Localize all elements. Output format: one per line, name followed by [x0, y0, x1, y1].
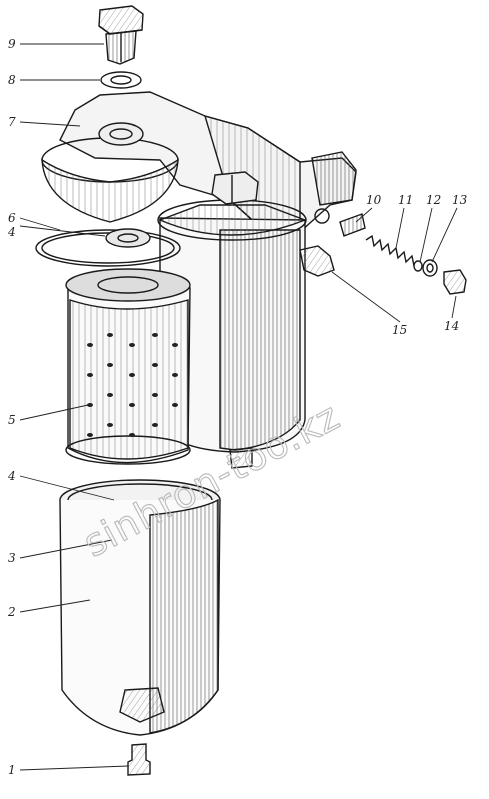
callout-11: 11 [398, 193, 413, 207]
callout-4-lower: 4 [7, 469, 16, 483]
callout-8: 8 [8, 73, 16, 87]
bypass-valve-assembly [299, 213, 467, 295]
top-washer [100, 71, 142, 89]
callout-15: 15 [392, 323, 407, 337]
leader-lines [19, 43, 458, 771]
callout-labels: 1 2 3 4 5 6 4 7 8 9 10 11 12 13 14 15 [7, 37, 468, 777]
callout-2: 2 [7, 605, 16, 619]
filter-head [41, 91, 357, 245]
secondary-filter-canister [157, 171, 307, 469]
valve-spring [365, 234, 415, 267]
callout-1: 1 [8, 763, 16, 777]
callout-10: 10 [366, 193, 382, 207]
callout-5: 5 [8, 413, 16, 427]
callout-6: 6 [8, 211, 16, 225]
callout-9: 9 [8, 37, 16, 51]
sealing-ring [35, 229, 181, 267]
callout-3: 3 [8, 551, 16, 565]
callout-7: 7 [8, 115, 16, 129]
top-bolt [98, 5, 144, 65]
filter-bowl [59, 479, 221, 736]
upper-gasket [105, 228, 151, 248]
callout-13: 13 [452, 193, 468, 207]
callout-14: 14 [444, 319, 459, 333]
drain-plug [127, 743, 151, 776]
callout-12: 12 [426, 193, 441, 207]
filter-element [65, 268, 191, 465]
callout-4-upper: 4 [7, 225, 16, 239]
